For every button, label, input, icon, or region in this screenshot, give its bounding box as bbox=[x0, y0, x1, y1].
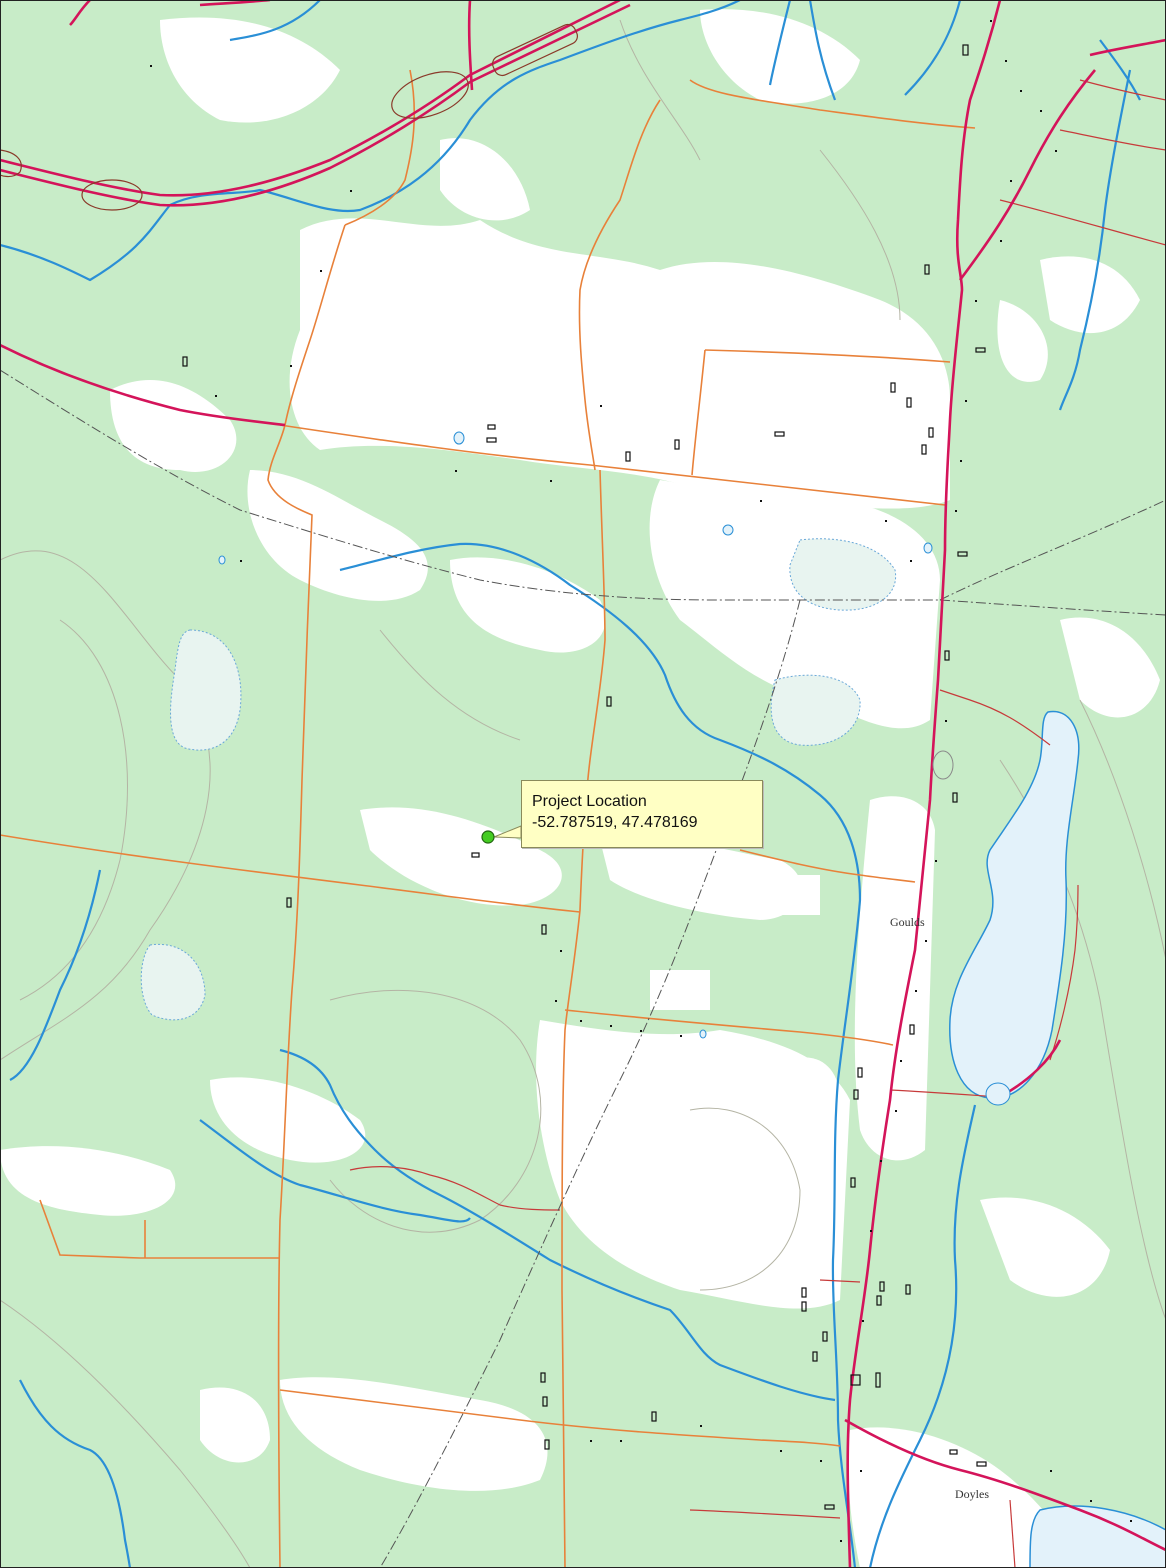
building-dots bbox=[150, 20, 1132, 1542]
place-label-goulds: Goulds bbox=[890, 915, 925, 929]
project-location-callout: Project Location -52.787519, 47.478169 bbox=[521, 780, 763, 848]
place-label-doyles: Doyles bbox=[955, 1487, 989, 1501]
buildings bbox=[182, 44, 987, 1510]
clearings bbox=[0, 9, 1160, 1568]
project-location-marker[interactable] bbox=[481, 830, 495, 844]
local-roads bbox=[0, 69, 976, 1568]
transmission-lines bbox=[0, 369, 1166, 1568]
trails bbox=[349, 79, 1166, 1568]
small-ponds bbox=[218, 431, 1011, 1106]
interchange-loops bbox=[0, 23, 578, 211]
streams bbox=[0, 0, 1141, 1568]
callout-title: Project Location bbox=[532, 793, 647, 810]
lake bbox=[949, 710, 1080, 1099]
callout-coordinates: -52.787519, 47.478169 bbox=[532, 814, 698, 831]
marsh-areas bbox=[140, 538, 897, 1021]
